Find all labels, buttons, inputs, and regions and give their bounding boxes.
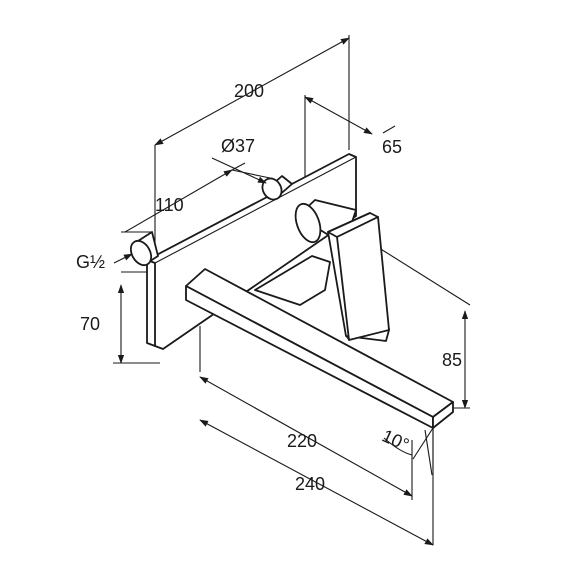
dimension-label-85: 85 bbox=[442, 350, 462, 370]
dimension-label-200: 200 bbox=[234, 81, 264, 101]
dimension-label-240: 240 bbox=[295, 474, 325, 494]
spout-bracket bbox=[254, 255, 331, 306]
dimension-label-70: 70 bbox=[80, 314, 100, 334]
lever bbox=[294, 199, 390, 342]
dimension-label-220: 220 bbox=[287, 431, 317, 451]
dimension-label-thread: G½ bbox=[76, 252, 105, 272]
dimension-label-angle: 10° bbox=[379, 425, 412, 455]
dimension-label-diameter-37: Ø37 bbox=[221, 136, 255, 156]
inlet-pipe bbox=[129, 231, 159, 267]
dimension-label-65: 65 bbox=[382, 137, 402, 157]
dimension-label-110: 110 bbox=[155, 195, 184, 215]
rosette bbox=[261, 175, 293, 201]
dimension-lines bbox=[113, 37, 469, 546]
